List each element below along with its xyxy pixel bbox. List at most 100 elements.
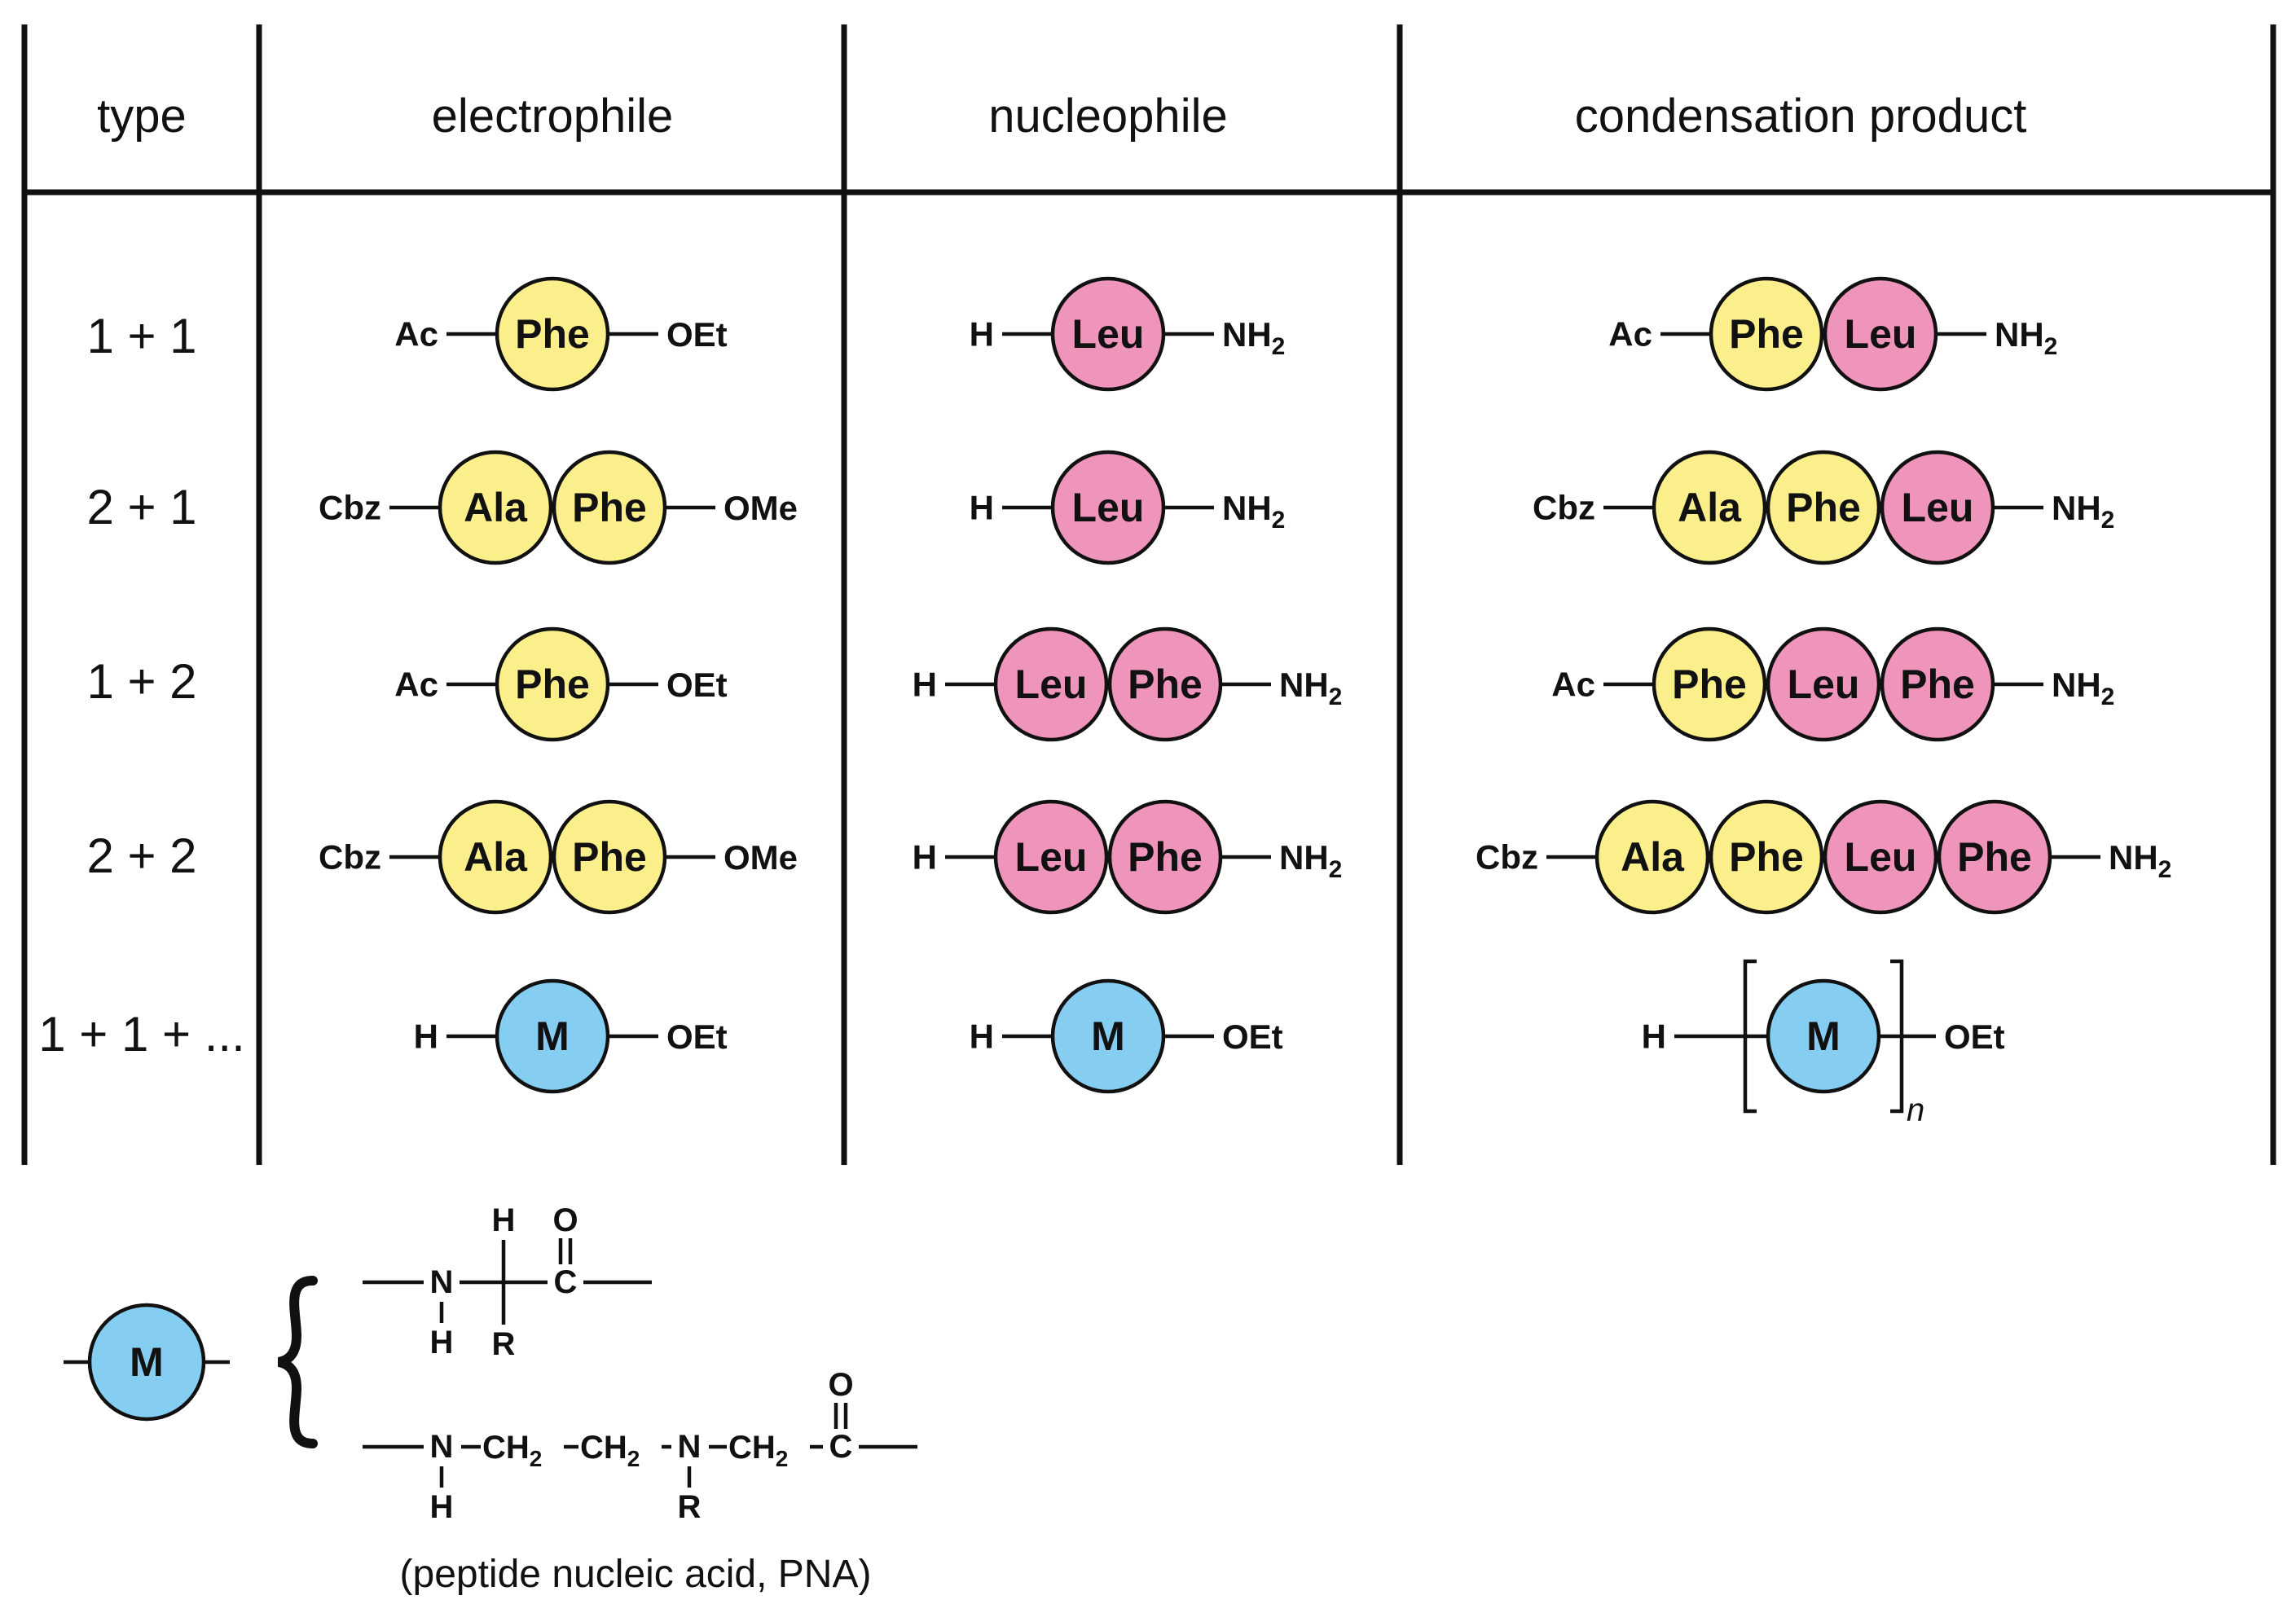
residue-label: Phe xyxy=(1128,661,1203,707)
pna-n-atom: N xyxy=(430,1429,454,1465)
residue-bead xyxy=(1594,799,1710,915)
residue-bead xyxy=(1652,450,1767,565)
pna-o-top: O xyxy=(828,1367,853,1403)
residue-bead xyxy=(1766,626,1881,742)
terminal-right-group: NH2 xyxy=(1222,315,1285,360)
header-nucleophile: nucleophile xyxy=(988,90,1227,143)
residue-label: Phe xyxy=(572,834,647,880)
residue-label: Leu xyxy=(1845,834,1917,880)
terminal-right-group: OMe xyxy=(724,489,798,527)
residue-label: Phe xyxy=(1128,834,1203,880)
terminal-left-group: Cbz xyxy=(1533,489,1595,527)
residue-label: Leu xyxy=(1015,834,1088,880)
residue-bead xyxy=(1652,626,1767,742)
terminal-left-group: H xyxy=(913,838,937,877)
pna-ch2-group: CH2 xyxy=(580,1430,640,1471)
terminal-right-group: NH2 xyxy=(1995,315,2057,360)
terminal-left-group: H xyxy=(913,666,937,704)
terminal-right-group: NH2 xyxy=(1279,838,1342,883)
repeat-subscript: n xyxy=(1907,1092,1924,1128)
aa-o-top: O xyxy=(552,1202,578,1238)
type-column: 1 + 1 2 + 1 1 + 2 2 + 2 1 + 1 + ... xyxy=(38,309,245,1061)
aa-r-bottom: R xyxy=(492,1326,516,1362)
residue-label: Ala xyxy=(464,834,528,880)
residue-label: Phe xyxy=(1900,661,1975,707)
table-header: type electrophile nucleophile condensati… xyxy=(97,90,2026,143)
row-type-label: 2 + 2 xyxy=(86,828,196,883)
residue-label: Leu xyxy=(1072,311,1145,357)
pna-ch2-group: CH2 xyxy=(728,1430,788,1471)
amino-acid-backbone: N H H R C O xyxy=(363,1202,652,1362)
row-type-label: 2 + 1 xyxy=(86,480,196,534)
terminal-left-group: Cbz xyxy=(319,838,381,877)
header-electrophile: electrophile xyxy=(432,90,674,143)
residue-label: M xyxy=(535,1013,570,1059)
residue-label: Ala xyxy=(1621,834,1685,880)
residue-bead xyxy=(438,450,553,565)
residue-label: Phe xyxy=(1786,485,1861,530)
header-type: type xyxy=(97,90,187,143)
residue-label: Phe xyxy=(1729,311,1804,357)
row-type-label: 1 + 1 xyxy=(86,309,196,363)
terminal-left-group: H xyxy=(970,315,994,354)
residue-label: Phe xyxy=(572,485,647,530)
aa-h-top: H xyxy=(492,1202,516,1238)
residue-label: Ala xyxy=(1678,485,1742,530)
terminal-right-group: NH2 xyxy=(1279,666,1342,710)
repeat-bracket-left xyxy=(1743,959,1757,1114)
pna-n-atom: N xyxy=(678,1429,702,1465)
terminal-left-group: Ac xyxy=(394,666,438,704)
terminal-left-group: Cbz xyxy=(1476,838,1538,877)
terminal-right-group: NH2 xyxy=(1222,489,1285,534)
residue-label: Phe xyxy=(1729,834,1804,880)
residue-bead xyxy=(1766,450,1881,565)
terminal-right-group: OEt xyxy=(1944,1017,2005,1056)
terminal-left-group: Ac xyxy=(394,315,438,354)
terminal-right-group: NH2 xyxy=(2052,489,2114,534)
terminal-right-group: OMe xyxy=(724,838,798,877)
repeat-bracket-right xyxy=(1890,959,1904,1114)
residue-label: M xyxy=(1091,1013,1125,1059)
terminal-right-group: NH2 xyxy=(2052,666,2114,710)
residue-label: Phe xyxy=(1672,661,1747,707)
residue-label: Leu xyxy=(1845,311,1917,357)
row-type-label: 1 + 2 xyxy=(86,654,196,709)
residue-label: Phe xyxy=(515,311,590,357)
residue-label: Leu xyxy=(1902,485,1974,530)
residue-label: Leu xyxy=(1015,661,1088,707)
terminal-left-group: H xyxy=(970,1017,994,1056)
aa-h-bottom: H xyxy=(430,1325,454,1360)
pna-c-atom: C xyxy=(829,1429,853,1465)
residue-bead xyxy=(1709,799,1824,915)
terminal-left-group: Ac xyxy=(1608,315,1652,354)
residue-label: M xyxy=(1806,1013,1841,1059)
terminal-left-group: H xyxy=(1642,1017,1666,1056)
monomer-legend: M N H H R C O N H CH2 C xyxy=(64,1202,917,1596)
aa-n-atom: N xyxy=(430,1264,454,1300)
terminal-right-group: NH2 xyxy=(2109,838,2171,883)
residue-label: Phe xyxy=(1957,834,2032,880)
residue-label: Leu xyxy=(1788,661,1860,707)
terminal-right-group: OEt xyxy=(666,1017,728,1056)
pna-caption: (peptide nucleic acid, PNA) xyxy=(400,1553,872,1596)
residue-label: Phe xyxy=(515,661,590,707)
curly-brace-icon xyxy=(277,1276,318,1448)
residue-bead xyxy=(993,799,1109,915)
residue-bead xyxy=(1823,799,1938,915)
pna-h-bottom: H xyxy=(430,1489,454,1525)
residue-label: Leu xyxy=(1072,485,1145,530)
table-grid xyxy=(21,24,2276,1165)
terminal-left-group: H xyxy=(414,1017,438,1056)
aa-c-atom: C xyxy=(554,1264,578,1300)
header-product: condensation product xyxy=(1575,90,2027,143)
terminal-right-group: OEt xyxy=(1222,1017,1283,1056)
residue-label: Ala xyxy=(464,485,528,530)
residue-bead xyxy=(438,799,553,915)
terminal-right-group: OEt xyxy=(666,666,728,704)
row-type-label: 1 + 1 + ... xyxy=(38,1007,245,1061)
residue-bead xyxy=(993,626,1109,742)
legend-bead-m xyxy=(87,1303,206,1422)
pna-ch2-group: CH2 xyxy=(482,1430,542,1471)
